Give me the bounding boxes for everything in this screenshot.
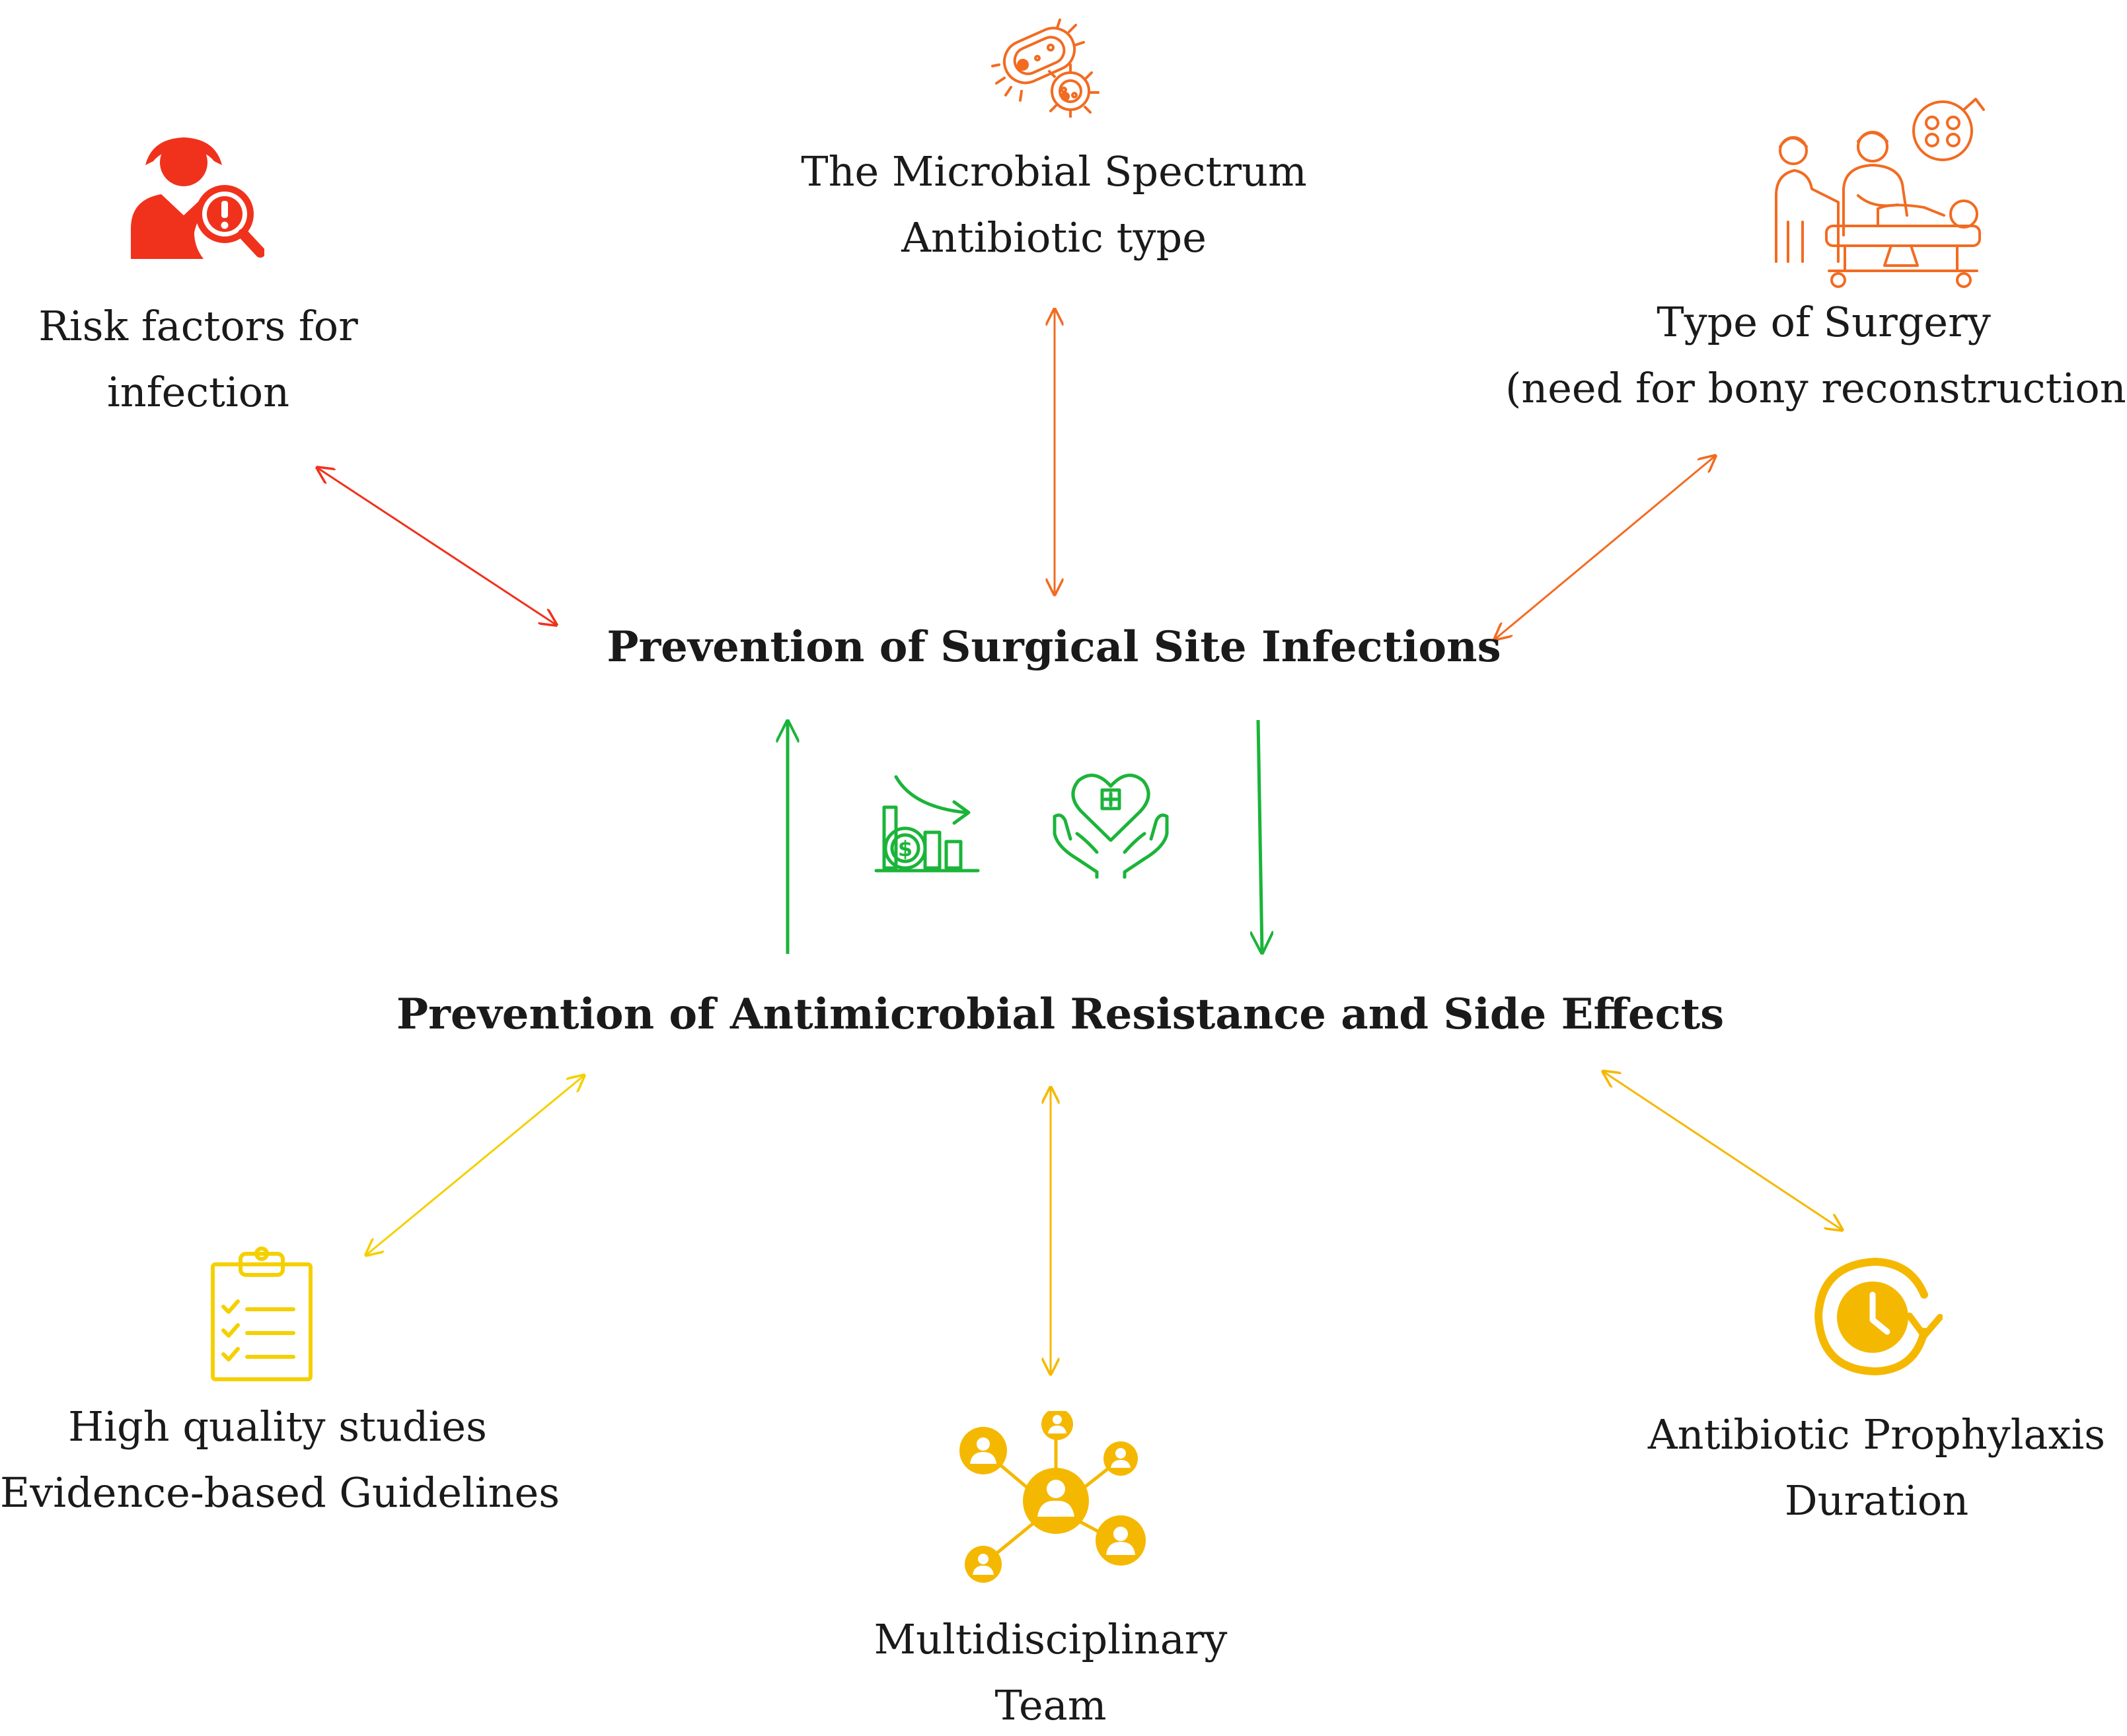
svg-text:$: $ — [898, 836, 913, 861]
risk-line-1: Risk factors for — [38, 302, 358, 350]
cost-reduction-chart-icon: $ — [874, 775, 980, 873]
hub-ssi: Prevention of Surgical Site Infections — [595, 622, 1513, 672]
duration-line-2: Duration — [1784, 1476, 1969, 1525]
label-risk-factors: Risk factors for infection — [0, 293, 396, 425]
arrow-surgery-to-ssi — [1495, 456, 1715, 639]
label-prophylaxis-duration: Antibiotic Prophylaxis Duration — [1599, 1402, 2127, 1534]
hub-ssi-label: Prevention of Surgical Site Infections — [607, 622, 1501, 672]
label-microbial-spectrum: The Microbial Spectrum Antibiotic type — [790, 139, 1318, 271]
surgery-team-icon — [1775, 98, 1985, 288]
label-type-of-surgery: Type of Surgery (need for bony reconstru… — [1500, 289, 2127, 421]
studies-line-2: Evidence-based Guidelines — [0, 1468, 560, 1517]
hub-amr: Prevention of Antimicrobial Resistance a… — [396, 990, 1724, 1039]
studies-line-1: High quality studies — [68, 1402, 487, 1451]
bacteria-icon — [991, 18, 1100, 118]
risk-line-2: infection — [106, 368, 290, 416]
heart-care-hands-icon — [1053, 774, 1169, 879]
label-multidisciplinary-team: Multidisciplinary Team — [819, 1607, 1282, 1736]
label-high-quality-studies: High quality studies Evidence-based Guid… — [0, 1394, 560, 1526]
surgery-line-2: (need for bony reconstruction) — [1505, 364, 2127, 412]
arrow-ssi-to-amr — [1258, 719, 1262, 953]
microbial-line-1: The Microbial Spectrum — [801, 147, 1307, 196]
person-alert-magnifier-icon — [131, 137, 264, 259]
duration-line-1: Antibiotic Prophylaxis — [1647, 1410, 2106, 1459]
team-line-1: Multidisciplinary — [874, 1615, 1228, 1663]
team-line-2: Team — [994, 1681, 1107, 1729]
arrow-studies-to-amr — [366, 1075, 584, 1255]
arrow-duration-to-amr — [1603, 1071, 1842, 1230]
microbial-line-2: Antibiotic type — [901, 213, 1207, 262]
surgery-line-1: Type of Surgery — [1657, 298, 1991, 346]
clock-cycle-icon — [1814, 1258, 1943, 1375]
hub-amr-label: Prevention of Antimicrobial Resistance a… — [396, 990, 1725, 1039]
clipboard-checklist-icon — [211, 1247, 313, 1381]
network-people-icon — [959, 1411, 1146, 1583]
arrow-risk-to-ssi — [317, 468, 556, 625]
